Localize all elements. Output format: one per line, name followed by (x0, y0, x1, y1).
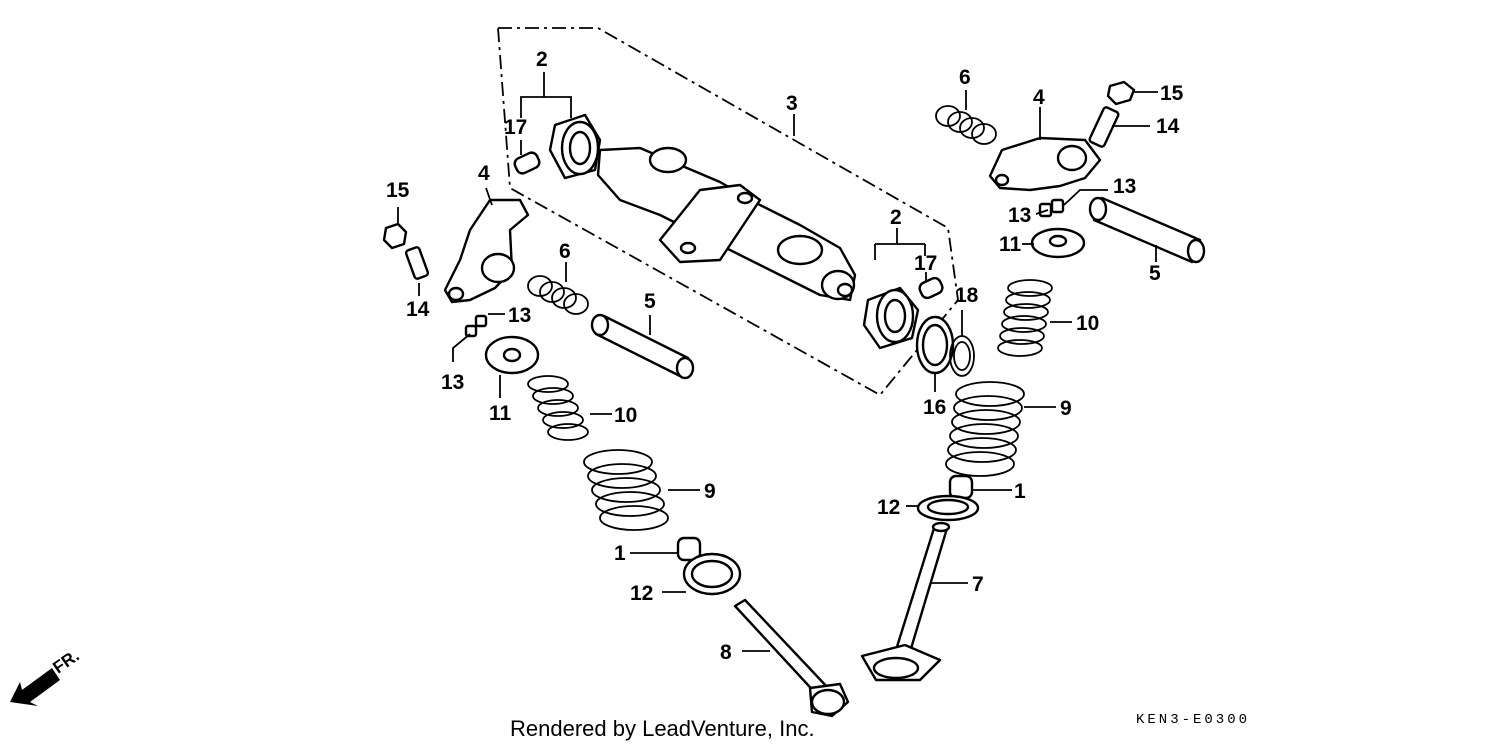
front-arrow-icon (10, 668, 60, 706)
outer-valve-spring-left[interactable] (583, 449, 669, 531)
stem-seal-left[interactable] (676, 536, 702, 562)
callout-retainer-right: 11 (999, 233, 1022, 256)
callout-bearing-right: 2 (890, 206, 902, 229)
camshaft-bearing-right[interactable] (862, 286, 920, 350)
camshaft-bearing-left[interactable] (548, 113, 602, 180)
rocker-arm-right[interactable] (988, 136, 1102, 192)
spring-seat-left[interactable] (682, 552, 742, 596)
callout-cotter-left-a: 13 (508, 304, 531, 327)
callout-circlip: 18 (955, 284, 979, 307)
exhaust-valve[interactable] (733, 598, 850, 718)
callout-exhaust-valve: 8 (720, 641, 732, 664)
callout-lock-nut-right: 15 (1160, 82, 1184, 105)
render-credit: Rendered by LeadVenture, Inc. (510, 716, 815, 741)
callout-dowel-pin-right: 17 (914, 252, 937, 275)
callout-intake-valve: 7 (972, 573, 984, 596)
callout-dowel-pin-left: 17 (504, 116, 527, 139)
callout-adjusting-screw-left: 14 (406, 298, 430, 321)
adjusting-screw-right[interactable] (1088, 106, 1120, 148)
callout-spring-right: 6 (959, 66, 971, 89)
rocker-arm-left[interactable] (443, 198, 530, 304)
callout-inner-spring-right: 10 (1076, 312, 1099, 335)
callout-spring-seat-left: 12 (630, 582, 653, 605)
callout-rocker-shaft-right: 5 (1149, 262, 1161, 285)
callout-camshaft: 3 (786, 92, 798, 115)
dowel-pin-right[interactable] (918, 276, 945, 300)
valve-cotter-left-a[interactable] (474, 314, 488, 328)
camshaft[interactable] (596, 146, 857, 302)
callout-bearing-left: 2 (536, 48, 548, 71)
callout-leaders (397, 72, 1158, 652)
callout-stem-seal-right: 1 (1014, 480, 1026, 503)
callout-rocker-shaft-left: 5 (644, 290, 656, 313)
callout-labels: 2 2 3 4 4 5 5 6 6 7 8 9 9 10 10 11 11 12… (386, 48, 1184, 664)
rocker-spring-left[interactable] (527, 275, 589, 315)
callout-outer-spring-right: 9 (1060, 397, 1072, 420)
inner-valve-spring-left[interactable] (527, 375, 589, 441)
callout-cotter-left-b: 13 (441, 371, 464, 394)
intake-valve[interactable] (860, 521, 951, 682)
rocker-shaft-left[interactable] (590, 313, 695, 380)
callout-lock-nut-left: 15 (386, 179, 410, 202)
assembly-frame (497, 27, 959, 397)
callout-spring-seat-right: 12 (877, 496, 900, 519)
callout-oil-seal: 16 (923, 396, 946, 419)
inner-valve-spring-right[interactable] (997, 279, 1053, 357)
callout-inner-spring-left: 10 (614, 404, 637, 427)
rocker-shaft-right[interactable] (1088, 196, 1206, 264)
callout-stem-seal-left: 1 (614, 542, 626, 565)
outer-valve-spring-right[interactable] (945, 381, 1025, 477)
front-direction-indicator: FR. (10, 646, 83, 706)
callout-rocker-arm-left: 4 (478, 162, 490, 185)
callout-rocker-arm-right: 4 (1033, 86, 1045, 109)
callout-spring-left: 6 (559, 240, 571, 263)
spring-seat-right[interactable] (916, 494, 980, 522)
valve-cotter-right-b[interactable] (1050, 198, 1065, 214)
valve-retainer-right[interactable] (1030, 227, 1086, 259)
lock-nut-right[interactable] (1106, 80, 1136, 106)
circlip[interactable] (949, 335, 975, 377)
callout-cotter-right-b: 13 (1113, 175, 1136, 198)
callout-outer-spring-left: 9 (704, 480, 716, 503)
oil-seal-ring[interactable] (915, 315, 955, 375)
callout-retainer-left: 11 (489, 402, 512, 425)
rocker-spring-right[interactable] (935, 105, 997, 145)
callout-cotter-right-a: 13 (1008, 204, 1031, 227)
dowel-pin-left[interactable] (513, 151, 542, 176)
valve-retainer-left[interactable] (484, 335, 540, 375)
lock-nut-left[interactable] (382, 222, 408, 250)
stem-seal-right[interactable] (948, 474, 974, 500)
diagram-code: KEN3-E0300 (1136, 712, 1251, 728)
valve-cotter-left-b[interactable] (464, 324, 478, 338)
callout-adjusting-screw-right: 14 (1156, 115, 1180, 138)
adjusting-screw-left[interactable] (404, 246, 430, 280)
